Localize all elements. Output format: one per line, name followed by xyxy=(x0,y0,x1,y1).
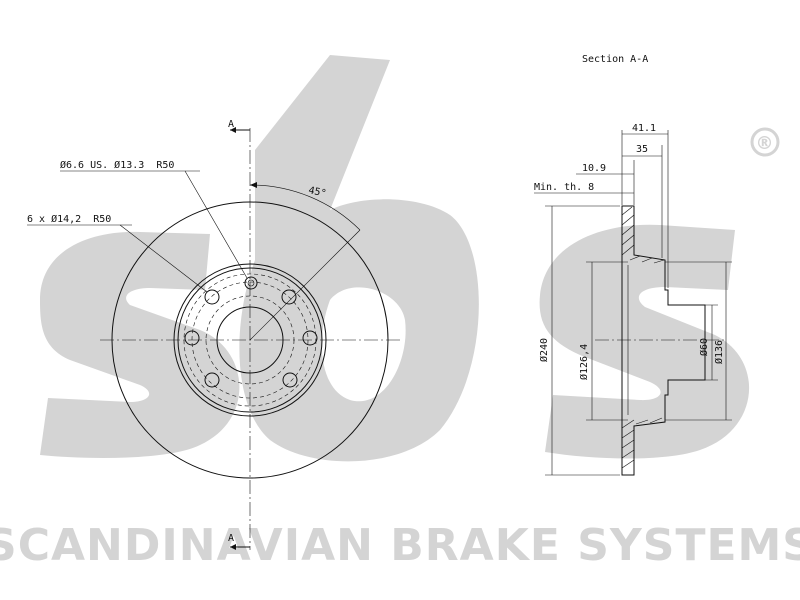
section-arrowhead-bottom xyxy=(230,544,236,550)
bolt-hole-3 xyxy=(302,330,318,346)
angle-arrowhead xyxy=(250,182,257,188)
dia-hat: Ø126,4 xyxy=(578,344,590,380)
bolt-callout: 6 x Ø14,2 R50 xyxy=(27,213,111,225)
registered-circle xyxy=(750,127,780,157)
bolt-hole-4 xyxy=(282,372,298,388)
bolt-hole-6 xyxy=(184,330,200,346)
registered-mark: ® xyxy=(750,127,780,157)
hole-callout-leader xyxy=(184,170,248,279)
locating-hole-inner xyxy=(247,279,255,287)
angle-arc xyxy=(249,184,361,231)
disc-outer-edge xyxy=(111,201,389,479)
angle-ray xyxy=(249,229,361,341)
dim-thickness: 10.9 xyxy=(582,163,606,174)
section-mark-bottom: A xyxy=(228,533,234,544)
section-arrowhead-top xyxy=(230,127,236,133)
hole-callout: Ø6.6 US. Ø13.3 R50 xyxy=(60,159,174,171)
hat-outer xyxy=(177,267,323,413)
front-view: A A 45° Ø6.6 US. Ø13.3 xyxy=(27,119,400,550)
center-bore xyxy=(216,306,284,374)
section-view: Section A-A xyxy=(534,54,732,476)
logo-letter-b xyxy=(239,55,479,462)
section-hatching xyxy=(621,206,665,469)
bolt-circle xyxy=(191,281,309,399)
min-thickness: Min. th. 8 xyxy=(534,182,594,193)
dia-center: Ø60 xyxy=(698,338,710,356)
hat-step xyxy=(183,273,317,407)
brand-watermark: SCANDINAVIAN BRAKE SYSTEMS xyxy=(0,55,800,571)
bolt-holes xyxy=(184,289,318,388)
logo-letter-s-left xyxy=(40,231,240,458)
bolt-hole-2 xyxy=(281,289,297,305)
section-mark-top: A xyxy=(228,119,234,130)
angle-label: 45° xyxy=(307,185,327,200)
bolt-hole-5 xyxy=(204,372,220,388)
hub-inner xyxy=(205,295,295,385)
registered-mark-text: ® xyxy=(756,133,775,154)
bolt-callout-leader xyxy=(119,224,208,293)
dia-hub: Ø136 xyxy=(713,340,725,364)
friction-ring-inner xyxy=(173,263,327,417)
dia-outer: Ø240 xyxy=(538,338,550,362)
dim-hat-height: 35 xyxy=(636,144,648,155)
locating-hole-outer xyxy=(244,276,258,290)
bolt-hole-1 xyxy=(204,289,220,305)
dim-overall-height: 41.1 xyxy=(632,123,656,134)
company-name-text: SCANDINAVIAN BRAKE SYSTEMS xyxy=(0,520,800,571)
section-title: Section A-A xyxy=(582,54,648,65)
